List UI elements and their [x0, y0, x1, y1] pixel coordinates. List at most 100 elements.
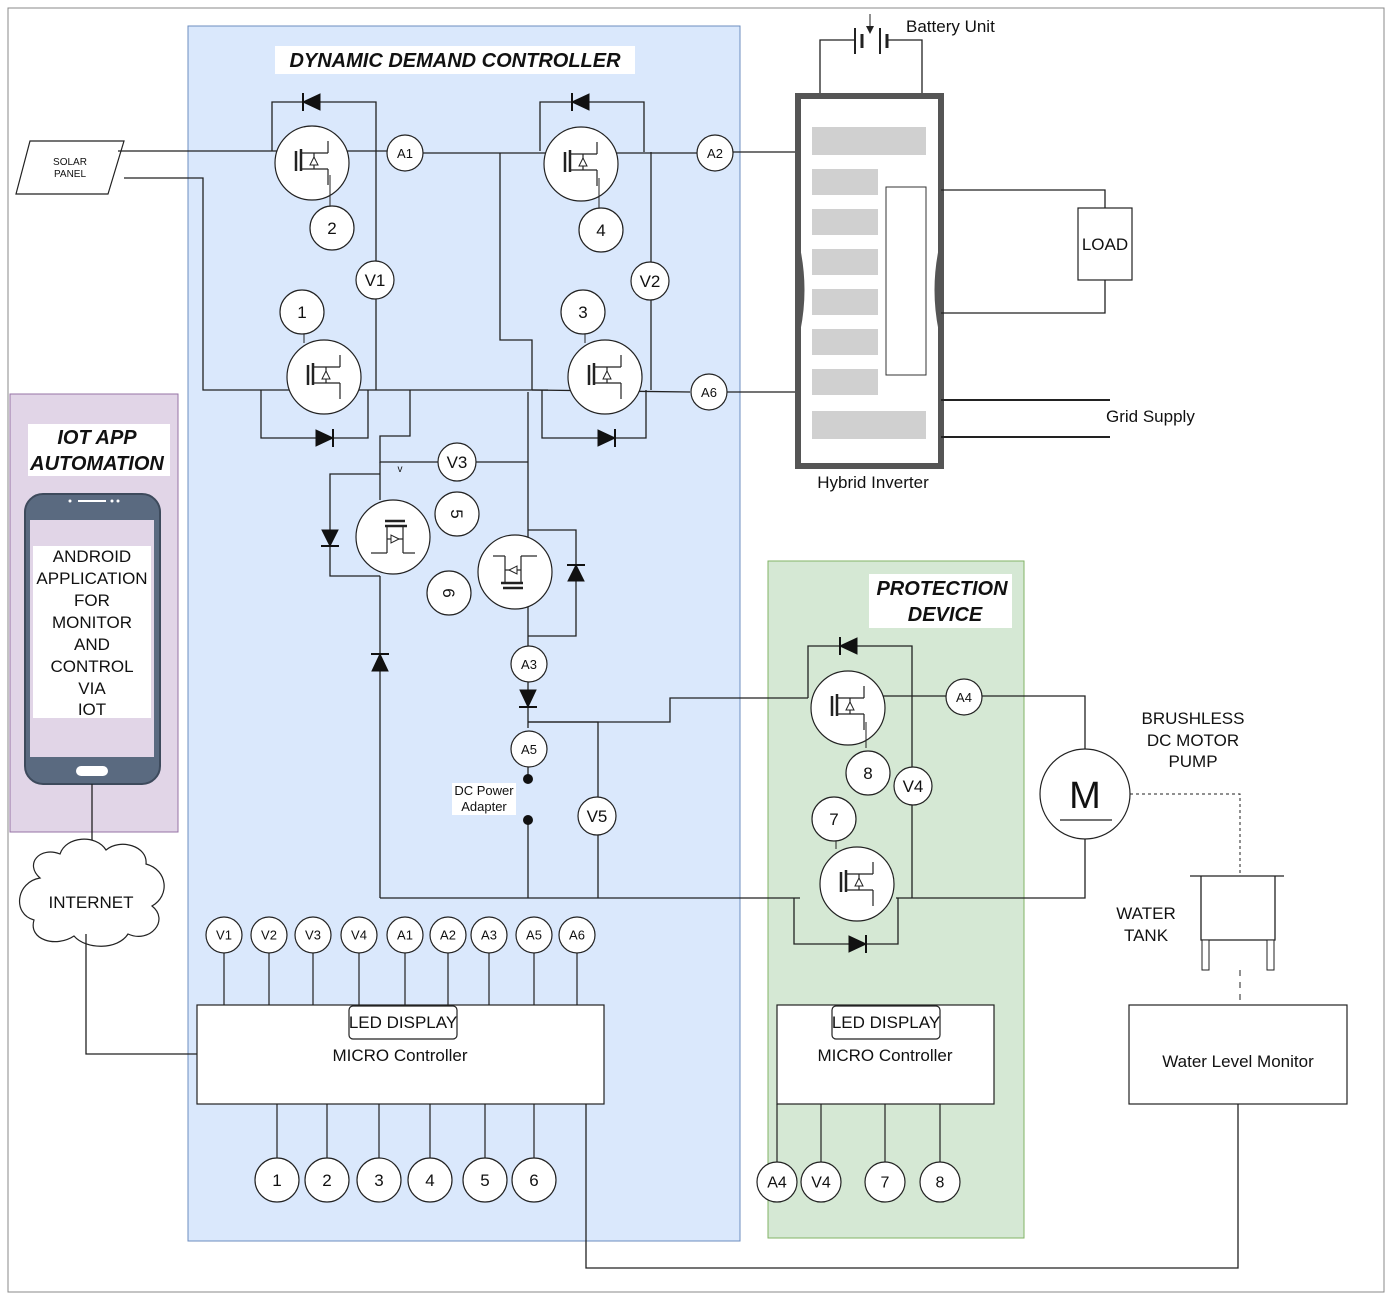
switch-label-8: 8	[845, 750, 891, 796]
battery-unit	[819, 14, 923, 96]
switch-label-4: 4	[578, 207, 624, 253]
svg-text:V5: V5	[587, 807, 608, 826]
svg-text:A2: A2	[707, 146, 723, 161]
svg-text:APPLICATION: APPLICATION	[36, 569, 147, 588]
motor-symbol: M	[1069, 775, 1101, 817]
solar-panel-label: SOLAR	[53, 157, 87, 168]
mosfet-switch-7	[810, 670, 886, 746]
svg-text:1: 1	[272, 1171, 281, 1190]
svg-text:V4: V4	[903, 777, 924, 796]
svg-text:5: 5	[480, 1171, 489, 1190]
dc-adapter-terminal-bottom	[523, 815, 533, 825]
protection-microcontroller-label: MICRO Controller	[817, 1046, 952, 1065]
meter-a1: A1	[386, 134, 424, 172]
switch-label-2: 2	[309, 205, 355, 251]
svg-text:VIA: VIA	[78, 679, 106, 698]
svg-text:MONITOR: MONITOR	[52, 613, 132, 632]
switch-label-7: 7	[811, 796, 857, 842]
main-input-v2: V2	[250, 916, 288, 1005]
motor-label: BRUSHLESS	[1142, 709, 1245, 728]
main-input-a5: A5	[515, 916, 553, 1005]
svg-text:A2: A2	[440, 928, 456, 943]
svg-text:4: 4	[596, 221, 605, 240]
svg-text:V1: V1	[365, 271, 386, 290]
main-output-5: 5	[462, 1104, 508, 1203]
mosfet-switch-5	[355, 499, 431, 575]
svg-text:ANDROID: ANDROID	[53, 547, 131, 566]
solar-panel-label-line2: PANEL	[54, 169, 86, 180]
svg-text:A1: A1	[397, 928, 413, 943]
svg-text:6: 6	[439, 588, 458, 597]
protection-output-v4: V4	[800, 1104, 842, 1203]
protection-led-display-label: LED DISPLAY	[832, 1013, 940, 1032]
water-tank-label-line2: TANK	[1124, 926, 1169, 945]
main-led-display-label: LED DISPLAY	[349, 1013, 457, 1032]
meter-v1: V1	[355, 260, 395, 300]
meter-a3: A3	[510, 645, 548, 683]
switch-label-5: 5	[434, 491, 480, 537]
svg-text:1: 1	[297, 303, 306, 322]
load-label: LOAD	[1082, 235, 1128, 254]
dc-power-adapter-label-line2: Adapter	[461, 799, 507, 814]
meter-a2: A2	[696, 134, 734, 172]
stray-v-mark: v	[398, 464, 403, 475]
mosfet-switch-1	[274, 125, 350, 201]
meter-v5: V5	[577, 796, 617, 836]
main-output-6: 6	[511, 1104, 557, 1203]
solar-panel	[15, 140, 125, 195]
meter-v3: V3	[437, 442, 477, 482]
motor-label-line2: DC MOTOR	[1147, 731, 1239, 750]
main-output-3: 3	[356, 1104, 402, 1203]
svg-text:8: 8	[863, 764, 872, 783]
internet-label: INTERNET	[49, 893, 134, 912]
svg-text:A5: A5	[521, 742, 537, 757]
svg-text:V1: V1	[216, 928, 232, 943]
water-tank	[1190, 875, 1284, 971]
switch-label-6: 6	[426, 570, 472, 616]
iot-app-title-line2: AUTOMATION	[29, 453, 164, 475]
main-input-v1: V1	[205, 916, 243, 1005]
meter-a5: A5	[510, 730, 548, 768]
svg-text:3: 3	[578, 303, 587, 322]
main-input-v4: V4	[340, 916, 378, 1005]
meter-a6: A6	[690, 373, 728, 411]
svg-text:IOT: IOT	[78, 700, 106, 719]
battery-unit-label: Battery Unit	[906, 17, 995, 36]
hybrid-inverter-label: Hybrid Inverter	[817, 473, 929, 492]
water-tank-label: WATER	[1116, 904, 1176, 923]
hybrid-inverter	[795, 93, 944, 469]
svg-text:3: 3	[374, 1171, 383, 1190]
svg-text:V4: V4	[811, 1175, 831, 1192]
svg-text:A6: A6	[701, 385, 717, 400]
main-input-a6: A6	[558, 916, 596, 1005]
svg-text:V2: V2	[640, 272, 661, 291]
svg-text:V3: V3	[447, 453, 468, 472]
svg-text:V2: V2	[261, 928, 277, 943]
water-level-monitor-label: Water Level Monitor	[1162, 1052, 1314, 1071]
switch-label-1: 1	[279, 289, 325, 335]
dc-power-adapter-label: DC Power	[454, 783, 514, 798]
load-box	[1077, 207, 1133, 281]
phone-text: ANDROID APPLICATION FOR MONITOR AND CONT…	[36, 547, 147, 719]
svg-text:AND: AND	[74, 635, 110, 654]
svg-text:4: 4	[425, 1171, 434, 1190]
svg-text:7: 7	[881, 1175, 890, 1192]
meter-v4: V4	[893, 766, 933, 806]
protection-device-panel	[767, 560, 1025, 1239]
main-input-v3: V3	[294, 916, 332, 1005]
svg-text:A5: A5	[526, 928, 542, 943]
mosfet-switch-4	[567, 339, 643, 415]
switch-label-3: 3	[560, 289, 606, 335]
svg-text:5: 5	[447, 509, 466, 518]
svg-text:V3: V3	[305, 928, 321, 943]
main-microcontroller-label: MICRO Controller	[332, 1046, 467, 1065]
protection-output-a4: A4	[756, 1104, 798, 1203]
svg-text:FOR: FOR	[74, 591, 110, 610]
svg-text:7: 7	[829, 810, 838, 829]
protection-led-display	[831, 1005, 941, 1040]
svg-text:A1: A1	[397, 146, 413, 161]
